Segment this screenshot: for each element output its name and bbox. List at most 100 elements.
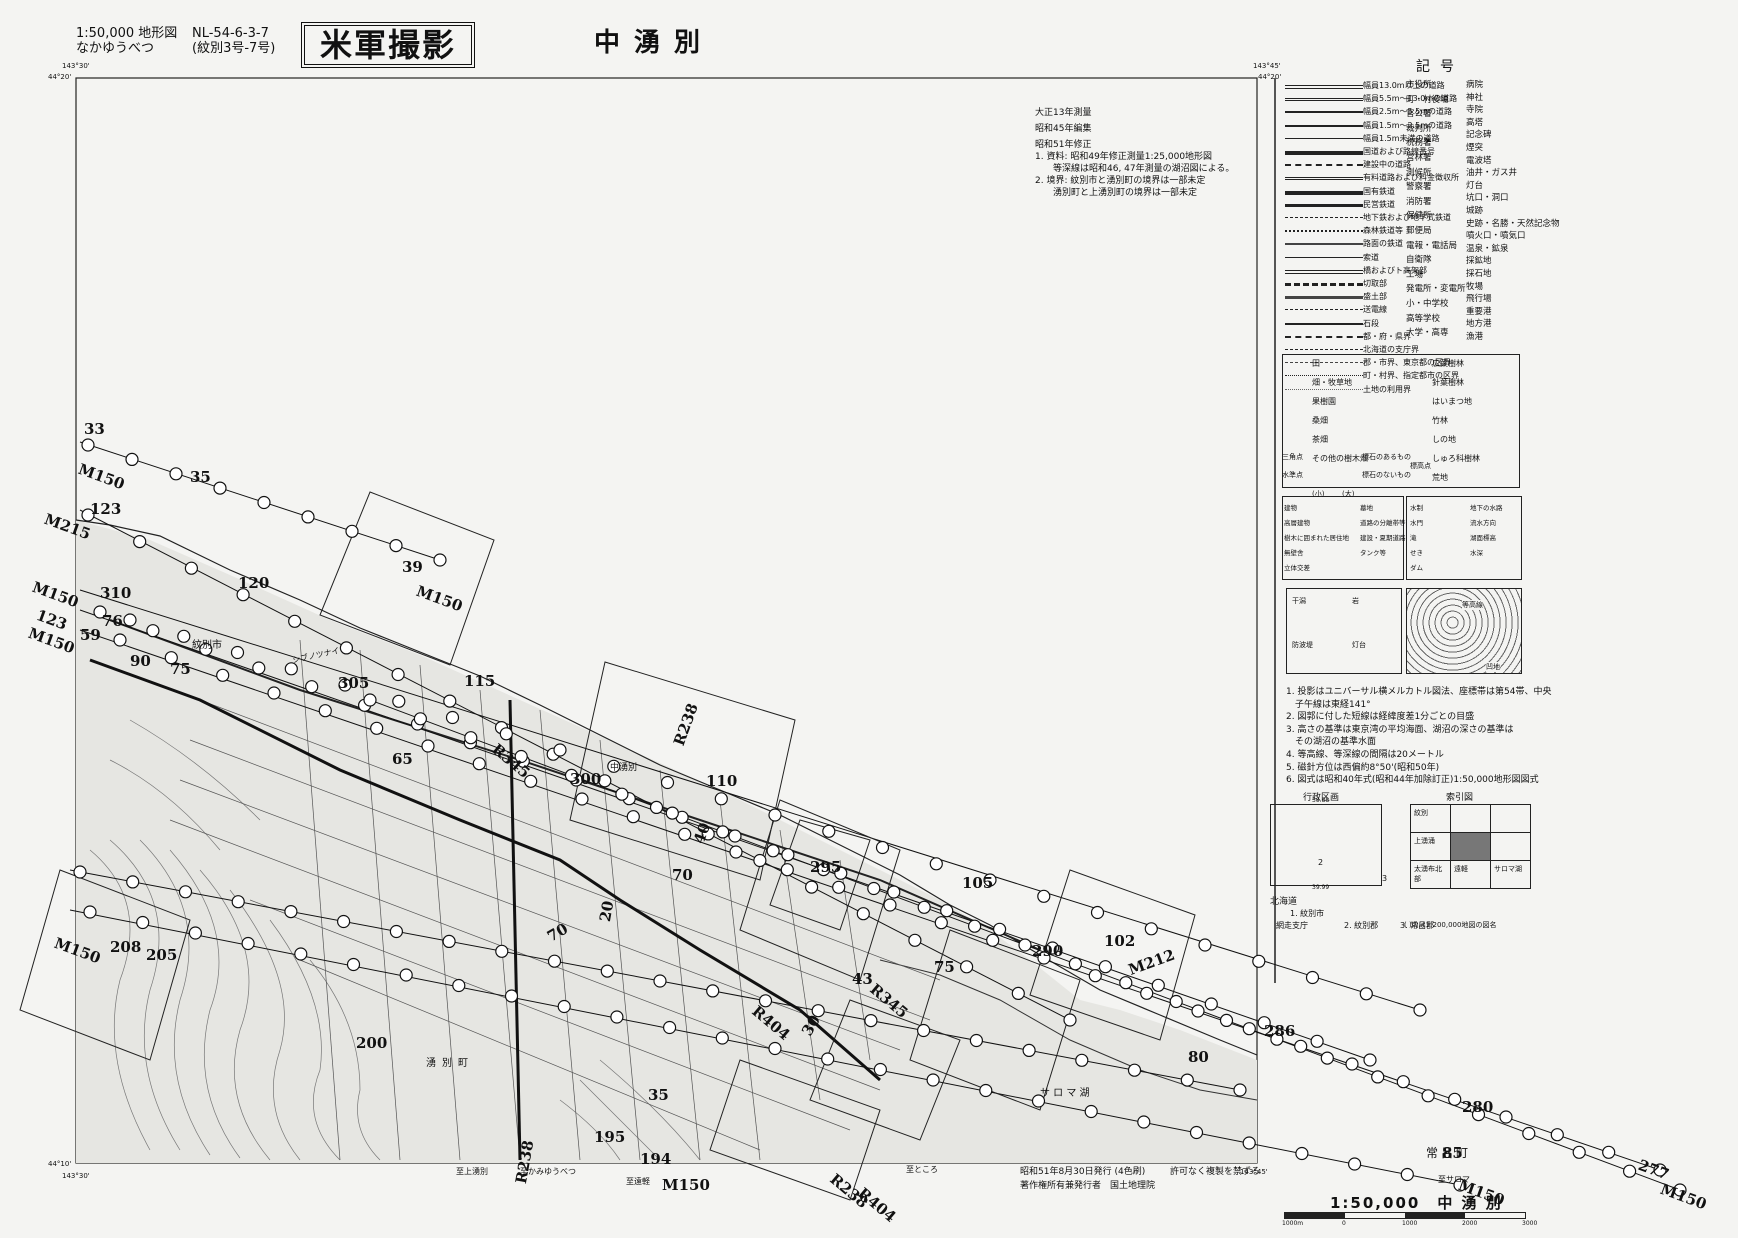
- scale-tick-label: 2000: [1462, 1220, 1478, 1227]
- legend-symbol-office: 発電所・変電所: [1406, 284, 1466, 295]
- place-tokarumu: 至かみゆうべつ: [520, 1167, 576, 1176]
- coast-label: 岩: [1352, 597, 1359, 605]
- projection-note: 5. 磁針方位は西偏約8°50'(昭和50年): [1286, 762, 1440, 773]
- photo-center: [1345, 1057, 1359, 1071]
- legend-symbol-landmark: 寺院: [1466, 105, 1484, 116]
- legend-symbol-landmark: 採石地: [1466, 269, 1492, 279]
- admin-area-2: 2: [1318, 858, 1324, 867]
- water-label: 地下の水路: [1470, 504, 1503, 512]
- photo-center: [81, 438, 95, 452]
- legend-symbol-landmark: 温泉・鉱泉: [1466, 243, 1509, 254]
- photo-center: [1090, 905, 1105, 920]
- flight-label-line-123: 123: [90, 500, 122, 518]
- legend-symbol-landmark: 漁港: [1466, 332, 1484, 342]
- legend-symbol-landmark: 煙突: [1466, 143, 1484, 153]
- legend-line-label: 索道: [1363, 252, 1379, 262]
- legend-symbol-landmark: 史跡・名勝・天然記念物: [1466, 218, 1560, 229]
- water-label: せき: [1410, 549, 1423, 557]
- photo-center: [337, 914, 351, 929]
- sheet-index-cell: [1450, 804, 1491, 833]
- photo-center: [1088, 969, 1102, 983]
- legend-symbol-office: 郵便局: [1406, 226, 1432, 236]
- legend-line-label: 橋およびト高架部: [1363, 265, 1427, 275]
- photo-center: [399, 968, 413, 982]
- photo-center: [421, 739, 435, 753]
- photo-center: [781, 848, 795, 862]
- legend-symbol-landmark: 噴火口・噴気口: [1466, 231, 1526, 242]
- flight-label-line-102: 102: [1104, 932, 1136, 950]
- flight-label-line-295: 295: [810, 858, 842, 876]
- admin-index-map: [1270, 804, 1382, 886]
- place-obiraku: 至遠軽: [626, 1177, 650, 1186]
- legend-symbol-office: 大学・高専: [1406, 328, 1449, 339]
- legend-symbol-landmark: 油井・ガス井: [1466, 168, 1518, 179]
- legend-symbol-office: 警察署: [1406, 182, 1432, 193]
- legend-water: [1406, 496, 1522, 580]
- photo-center: [133, 534, 147, 549]
- legend-symbol-landmark: 城跡: [1466, 206, 1484, 216]
- landuse-label-left: 果樹園: [1312, 397, 1336, 406]
- bldg-head-small: (小): [1312, 490, 1325, 498]
- photo-center: [123, 613, 137, 627]
- photo-center: [1622, 1164, 1637, 1178]
- landuse-label-right: はいまつ地: [1432, 397, 1472, 406]
- photo-center: [1653, 1163, 1667, 1177]
- photo-center: [267, 686, 281, 700]
- photo-center: [252, 661, 266, 675]
- photo-center: [1572, 1145, 1586, 1159]
- legend-symbol-landmark: 電波塔: [1466, 155, 1492, 166]
- flight-label-line-105: 105: [962, 874, 994, 892]
- photo-center: [768, 808, 782, 822]
- photo-center: [1257, 1016, 1271, 1030]
- projection-note: 子午線は東経141°: [1286, 699, 1371, 710]
- photo-center: [768, 1041, 782, 1056]
- photo-center: [188, 926, 202, 940]
- admin-item-3: 3. 常呂郡: [1400, 921, 1435, 930]
- photo-center: [1018, 938, 1032, 952]
- photo-center: [883, 898, 897, 912]
- photo-center: [1359, 987, 1373, 1001]
- photo-center: [1295, 1146, 1309, 1161]
- admin-item-0: 1. 紋別市: [1290, 909, 1325, 918]
- photo-center: [1310, 1034, 1324, 1048]
- water-label: 湖面標高: [1470, 534, 1496, 542]
- legend-line-sample: [1285, 217, 1363, 218]
- flight-label-line-208: 208: [110, 938, 142, 956]
- legend-line-sample: [1285, 269, 1363, 274]
- legend-symbol-office: 工場: [1406, 269, 1424, 280]
- photo-center: [653, 974, 667, 988]
- legend-line-label: 町・村界、指定都市の区界: [1363, 371, 1459, 381]
- photo-center: [969, 1033, 984, 1048]
- flight-label-line-195: 195: [594, 1128, 626, 1146]
- legend-coast: [1286, 588, 1402, 674]
- landuse-label-right: 竹林: [1432, 416, 1448, 425]
- sheet-index-cell: 遠軽: [1450, 860, 1491, 889]
- photo-center: [442, 934, 456, 949]
- legend-line-sample: [1285, 111, 1363, 114]
- photo-center: [389, 924, 403, 939]
- legend-symbol-landmark: 採鉱地: [1466, 256, 1492, 267]
- landuse-label-left: 茶畑: [1312, 435, 1328, 444]
- legend-line-sample: [1285, 190, 1363, 195]
- bldg-label: 樹木に囲まれた居住地: [1284, 534, 1349, 542]
- photo-center: [236, 588, 250, 602]
- corner-tr-lat: 44°20': [1258, 73, 1282, 81]
- photo-center: [495, 944, 509, 958]
- photo-center: [940, 904, 954, 918]
- coast-label: 防波堤: [1292, 641, 1313, 649]
- sheet-index-cell: [1490, 832, 1531, 861]
- photo-center: [146, 624, 160, 638]
- scale-tick-label: 3000: [1522, 1220, 1538, 1227]
- photo-center: [433, 553, 447, 567]
- place-mombetsu: 紋別市: [192, 640, 222, 651]
- landuse-table: [1282, 354, 1520, 488]
- map-title: 中湧別: [594, 28, 715, 58]
- photo-center: [1037, 889, 1051, 903]
- photo-center: [464, 731, 478, 745]
- photo-center: [1022, 1043, 1036, 1058]
- photo-center: [959, 960, 974, 974]
- photo-center: [607, 759, 621, 773]
- landuse-label-left: 畑・牧草地: [1312, 378, 1352, 387]
- photo-center: [136, 915, 150, 930]
